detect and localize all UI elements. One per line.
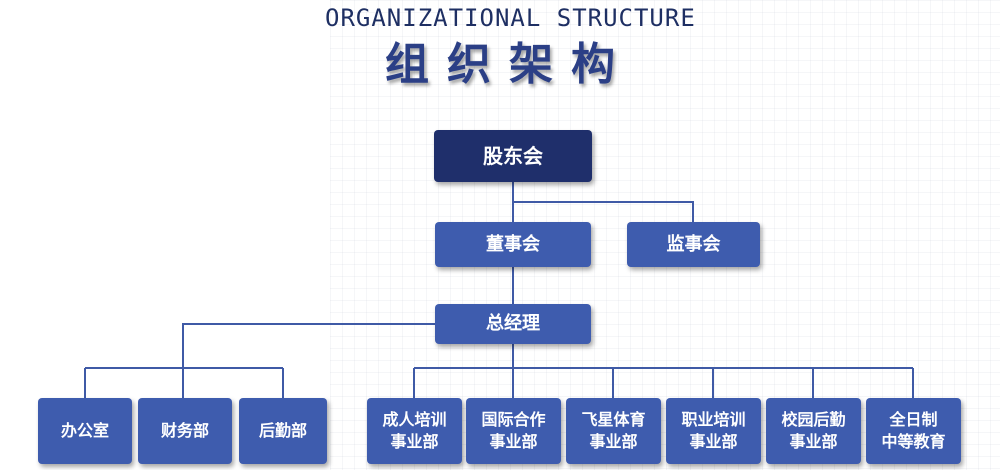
node-dept-adult-training: 成人培训 事业部: [367, 398, 462, 464]
node-dept-campus-logistics: 校园后勤 事业部: [766, 398, 861, 464]
connector-supervisors: [513, 201, 694, 222]
node-dept-finance: 财务部: [138, 398, 232, 464]
node-dept-international: 国际合作 事业部: [466, 398, 561, 464]
title-english: ORGANIZATIONAL STRUCTURE: [325, 4, 696, 32]
node-dept-vocational: 职业培训 事业部: [666, 398, 761, 464]
connector-admin-trunk: [182, 323, 435, 368]
node-dept-sports: 飞星体育 事业部: [566, 398, 661, 464]
node-shareholders: 股东会: [434, 130, 592, 182]
node-dept-office: 办公室: [38, 398, 132, 464]
title-chinese: 组织架构: [385, 39, 633, 90]
node-board: 董事会: [435, 222, 591, 267]
node-dept-logistics: 后勤部: [239, 398, 327, 464]
node-dept-fulltime-education: 全日制 中等教育: [866, 398, 961, 464]
node-general-manager: 总经理: [435, 304, 591, 344]
node-supervisors: 监事会: [627, 222, 760, 267]
